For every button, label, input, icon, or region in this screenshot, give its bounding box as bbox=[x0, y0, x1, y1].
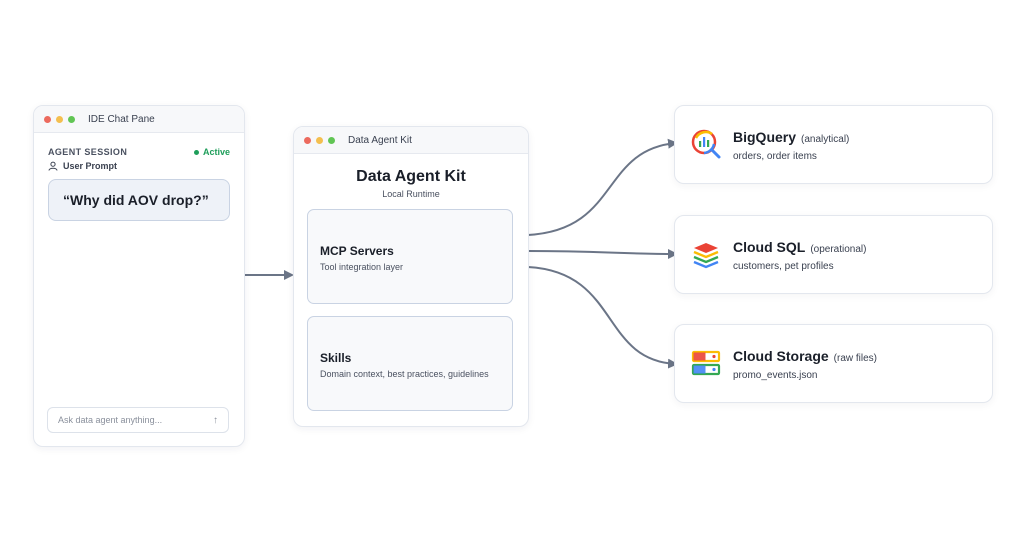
minimize-dot-icon[interactable] bbox=[316, 136, 323, 144]
mcp-servers-description: Tool integration layer bbox=[320, 262, 404, 272]
kit-title: Data Agent Kit bbox=[356, 168, 466, 185]
cloud-sql-icon bbox=[693, 243, 719, 269]
arrow-kit-to-cloud-storage bbox=[527, 266, 678, 369]
maximize-dot-icon[interactable] bbox=[68, 115, 75, 123]
close-dot-icon[interactable] bbox=[304, 136, 311, 144]
ask-input[interactable]: Ask data agent anything... ↑ bbox=[47, 407, 229, 433]
maximize-dot-icon[interactable] bbox=[328, 136, 335, 144]
user-icon bbox=[48, 161, 58, 171]
agent-session-label: AGENT SESSION bbox=[48, 147, 128, 157]
cloud-storage-name: Cloud Storage bbox=[733, 348, 829, 364]
ide-chat-pane: IDE Chat Pane AGENT SESSION Active User … bbox=[33, 105, 245, 447]
status-dot-icon bbox=[193, 149, 199, 155]
cloud-sql-kind: (operational) bbox=[810, 244, 867, 255]
kit-titlebar: Data Agent Kit bbox=[294, 127, 528, 154]
bigquery-card: BigQuery (analytical) orders, order items bbox=[674, 105, 993, 184]
data-agent-kit-window: Data Agent Kit Data Agent Kit Local Runt… bbox=[293, 126, 529, 427]
skills-description: Domain context, best practices, guidelin… bbox=[320, 369, 489, 379]
bigquery-icon bbox=[691, 129, 721, 159]
cloud-sql-tables: customers, pet profiles bbox=[733, 261, 834, 272]
bigquery-kind: (analytical) bbox=[801, 134, 850, 145]
bigquery-tables: orders, order items bbox=[733, 151, 817, 162]
kit-window-title: Data Agent Kit bbox=[348, 134, 412, 146]
status-badge: Active bbox=[193, 147, 230, 157]
minimize-dot-icon[interactable] bbox=[56, 115, 63, 123]
user-prompt-label: User Prompt bbox=[63, 161, 118, 171]
ask-input-placeholder: Ask data agent anything... bbox=[58, 415, 163, 425]
skills-box: Skills Domain context, best practices, g… bbox=[307, 316, 513, 411]
chat-window-title: IDE Chat Pane bbox=[88, 113, 155, 125]
chat-titlebar: IDE Chat Pane bbox=[34, 106, 244, 133]
arrow-kit-to-bigquery bbox=[527, 138, 678, 236]
user-prompt-bubble: “Why did AOV drop?” bbox=[48, 179, 230, 221]
cloud-storage-icon bbox=[691, 350, 721, 376]
send-arrow-icon[interactable]: ↑ bbox=[213, 414, 218, 426]
cloud-sql-card: Cloud SQL (operational) customers, pet pr… bbox=[674, 215, 993, 294]
arrow-kit-to-cloud-sql bbox=[527, 248, 678, 259]
status-text: Active bbox=[202, 147, 230, 157]
cloud-storage-tables: promo_events.json bbox=[733, 370, 818, 381]
skills-title: Skills bbox=[320, 351, 352, 365]
cloud-storage-card: Cloud Storage (raw files) promo_events.js… bbox=[674, 324, 993, 403]
mcp-servers-title: MCP Servers bbox=[320, 244, 394, 258]
cloud-sql-name: Cloud SQL bbox=[733, 239, 806, 255]
bigquery-name: BigQuery bbox=[733, 129, 797, 145]
kit-subtitle: Local Runtime bbox=[382, 189, 440, 199]
cloud-storage-kind: (raw files) bbox=[833, 353, 878, 364]
mcp-servers-box: MCP Servers Tool integration layer bbox=[307, 209, 513, 304]
close-dot-icon[interactable] bbox=[44, 115, 51, 123]
